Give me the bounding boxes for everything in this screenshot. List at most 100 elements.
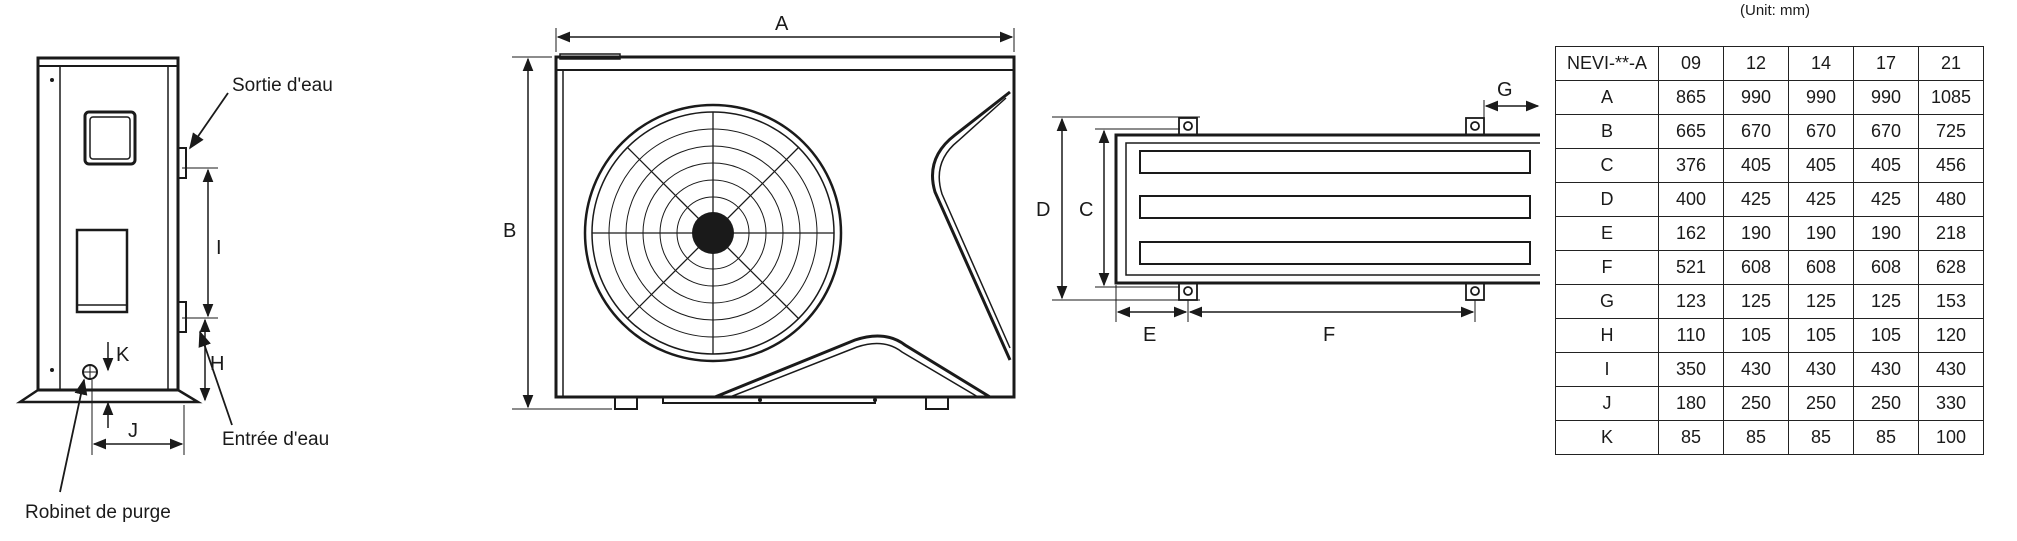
table-cell: 85: [1723, 420, 1789, 455]
table-cell: I: [1555, 352, 1659, 387]
table-cell: 376: [1658, 148, 1724, 183]
table-cell: 123: [1658, 284, 1724, 319]
dim-label-c: C: [1079, 199, 1093, 221]
table-cell: K: [1555, 420, 1659, 455]
table-cell: 1085: [1918, 80, 1984, 115]
table-cell: 670: [1853, 114, 1919, 149]
dim-label-d: D: [1036, 199, 1050, 221]
table-cell: 990: [1788, 80, 1854, 115]
fan-hub: [692, 212, 734, 254]
table-cell: 250: [1853, 386, 1919, 421]
table-cell: 162: [1658, 216, 1724, 251]
dim-label-j: J: [128, 420, 138, 442]
table-cell: F: [1555, 250, 1659, 285]
table-cell: D: [1555, 182, 1659, 217]
table-cell: 725: [1918, 114, 1984, 149]
side-base: [15, 388, 203, 404]
table-cell: 105: [1853, 318, 1919, 353]
table-cell: 670: [1788, 114, 1854, 149]
top-slot-3: [1139, 241, 1531, 265]
table-cell: 430: [1723, 352, 1789, 387]
table-cell: 190: [1723, 216, 1789, 251]
table-cell: E: [1555, 216, 1659, 251]
top-view: D C E F G: [1036, 79, 1540, 346]
table-cell: 330: [1918, 386, 1984, 421]
table-cell: G: [1555, 284, 1659, 319]
dim-label-b: B: [503, 220, 516, 242]
label-water-inlet: Entrée d'eau: [222, 429, 329, 450]
water-inlet-pipe: [177, 301, 187, 333]
table-cell: 105: [1788, 318, 1854, 353]
table-header-cell: 14: [1788, 46, 1854, 81]
side-view: Sortie d'eau Entrée d'eau Robinet de pur…: [15, 56, 333, 523]
table-cell: 990: [1853, 80, 1919, 115]
table-cell: A: [1555, 80, 1659, 115]
table-header-cell: 09: [1658, 46, 1724, 81]
dim-label-f: F: [1323, 324, 1335, 346]
table-cell: 430: [1853, 352, 1919, 387]
table-cell: 865: [1658, 80, 1724, 115]
dim-label-k: K: [116, 344, 130, 366]
table-cell: 153: [1918, 284, 1984, 319]
table-cell: 670: [1723, 114, 1789, 149]
table-cell: 125: [1723, 284, 1789, 319]
side-window: [83, 110, 137, 166]
fan-grille: [583, 103, 843, 363]
table-cell: 105: [1723, 318, 1789, 353]
dim-label-a: A: [775, 13, 789, 35]
table-cell: 608: [1788, 250, 1854, 285]
table-header-cell: 21: [1918, 46, 1984, 81]
top-slot-2: [1139, 195, 1531, 219]
side-cabinet: [36, 56, 180, 392]
table-cell: 250: [1788, 386, 1854, 421]
label-water-outlet: Sortie d'eau: [232, 75, 333, 96]
table-cell: 405: [1853, 148, 1919, 183]
technical-drawing: Sortie d'eau Entrée d'eau Robinet de pur…: [15, 13, 1540, 523]
table-cell: 85: [1853, 420, 1919, 455]
table-cell: 190: [1853, 216, 1919, 251]
table-cell: 350: [1658, 352, 1724, 387]
dim-label-i: I: [216, 237, 222, 259]
label-drain-valve: Robinet de purge: [25, 502, 171, 523]
table-cell: 456: [1918, 148, 1984, 183]
table-cell: 405: [1723, 148, 1789, 183]
table-cell: 125: [1853, 284, 1919, 319]
table-header-cell: 12: [1723, 46, 1789, 81]
table-cell: 425: [1723, 182, 1789, 217]
table-header-cell: 17: [1853, 46, 1919, 81]
table-header-cell: NEVI-**-A: [1555, 46, 1659, 81]
table-cell: 180: [1658, 386, 1724, 421]
table-cell: 425: [1853, 182, 1919, 217]
table-cell: 990: [1723, 80, 1789, 115]
unit-note: (Unit: mm): [1740, 2, 1810, 19]
table-cell: 405: [1788, 148, 1854, 183]
leader-water-outlet: [189, 92, 229, 150]
table-cell: 125: [1788, 284, 1854, 319]
table-cell: 120: [1918, 318, 1984, 353]
table-cell: 100: [1918, 420, 1984, 455]
table-cell: 430: [1788, 352, 1854, 387]
table-cell: B: [1555, 114, 1659, 149]
table-cell: 218: [1918, 216, 1984, 251]
dim-label-e: E: [1143, 324, 1156, 346]
table-cell: 85: [1788, 420, 1854, 455]
table-cell: 665: [1658, 114, 1724, 149]
top-body: [1114, 133, 1540, 285]
table-cell: 608: [1723, 250, 1789, 285]
front-body: [554, 55, 1016, 399]
table-cell: J: [1555, 386, 1659, 421]
table-cell: 521: [1658, 250, 1724, 285]
table-cell: C: [1555, 148, 1659, 183]
table-cell: 430: [1918, 352, 1984, 387]
table-cell: 110: [1658, 318, 1724, 353]
